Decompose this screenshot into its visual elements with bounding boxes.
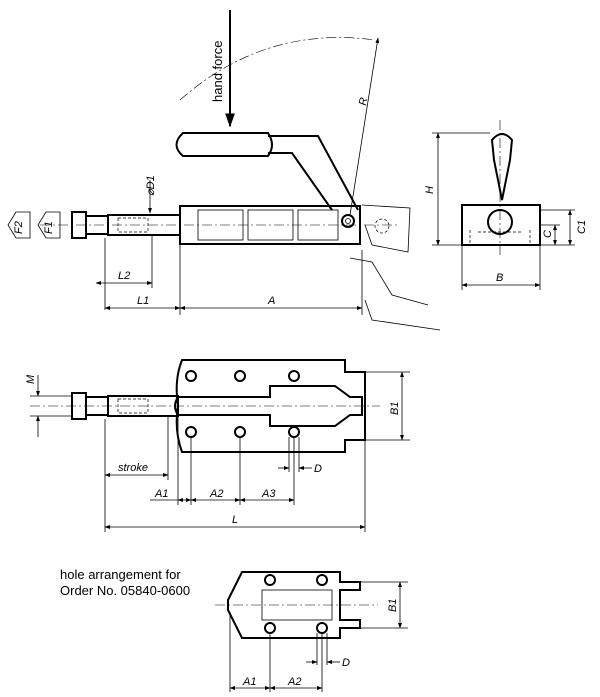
dim-label-l1: L1: [137, 295, 149, 307]
dim-label-d: D: [314, 463, 322, 475]
dim-label-f1: F1: [43, 221, 55, 234]
top-view: [30, 359, 410, 532]
hole-arrangement-view: [215, 571, 408, 692]
dim-label-m: M: [25, 374, 37, 384]
force-f2-arrow: [7, 211, 31, 239]
mounting-hole: [288, 426, 300, 438]
end-handle: [490, 133, 514, 201]
mounting-hole: [234, 370, 246, 382]
handle-top: [174, 385, 363, 427]
mounting-hole: [185, 370, 197, 382]
note-line-2: Order No. 05840-0600: [60, 583, 190, 598]
dim-label-a2: A2: [209, 488, 223, 500]
mounting-hole: [234, 426, 246, 438]
handle-swing-arc: [179, 37, 376, 101]
dim-label-r: R: [357, 97, 370, 107]
hand-force-label: hand force: [210, 41, 225, 102]
side-view: [7, 10, 441, 331]
handle-arm: [268, 135, 359, 211]
radius-line: [349, 37, 380, 216]
dim-label-d1: ⌀D1: [145, 175, 157, 196]
force-f1-arrow: [37, 211, 61, 239]
alt-dim-label-d: D: [342, 657, 350, 669]
mounting-hole: [185, 426, 197, 438]
dim-label-f2: F2: [13, 221, 25, 234]
alt-dim-label-a1: A1: [242, 676, 256, 688]
handle-grip: [175, 132, 273, 157]
alt-body: [227, 571, 361, 639]
mounting-hole: [288, 370, 300, 382]
end-view: [432, 120, 575, 290]
dim-label-b1: B1: [389, 402, 401, 415]
top-body: [175, 359, 366, 453]
dim-label-h: H: [424, 186, 436, 194]
alt-dim-label-a2: A2: [287, 676, 301, 688]
dim-label-l: L: [232, 514, 238, 526]
pivot-pin: [341, 214, 355, 228]
dim-label-b: B: [496, 272, 503, 284]
dim-label-a: A: [267, 295, 275, 307]
dim-label-c1: C1: [576, 220, 588, 234]
dim-label-l2: L2: [118, 270, 130, 282]
dim-label-stroke: stroke: [118, 462, 148, 474]
open-position-outline: [361, 204, 411, 253]
dim-label-a1: A1: [154, 488, 168, 500]
note-line-1: hole arrangement for: [60, 567, 181, 582]
dim-label-c: C: [542, 230, 554, 238]
alt-dim-label-b1: B1: [387, 599, 399, 612]
dim-label-a3: A3: [261, 488, 276, 500]
